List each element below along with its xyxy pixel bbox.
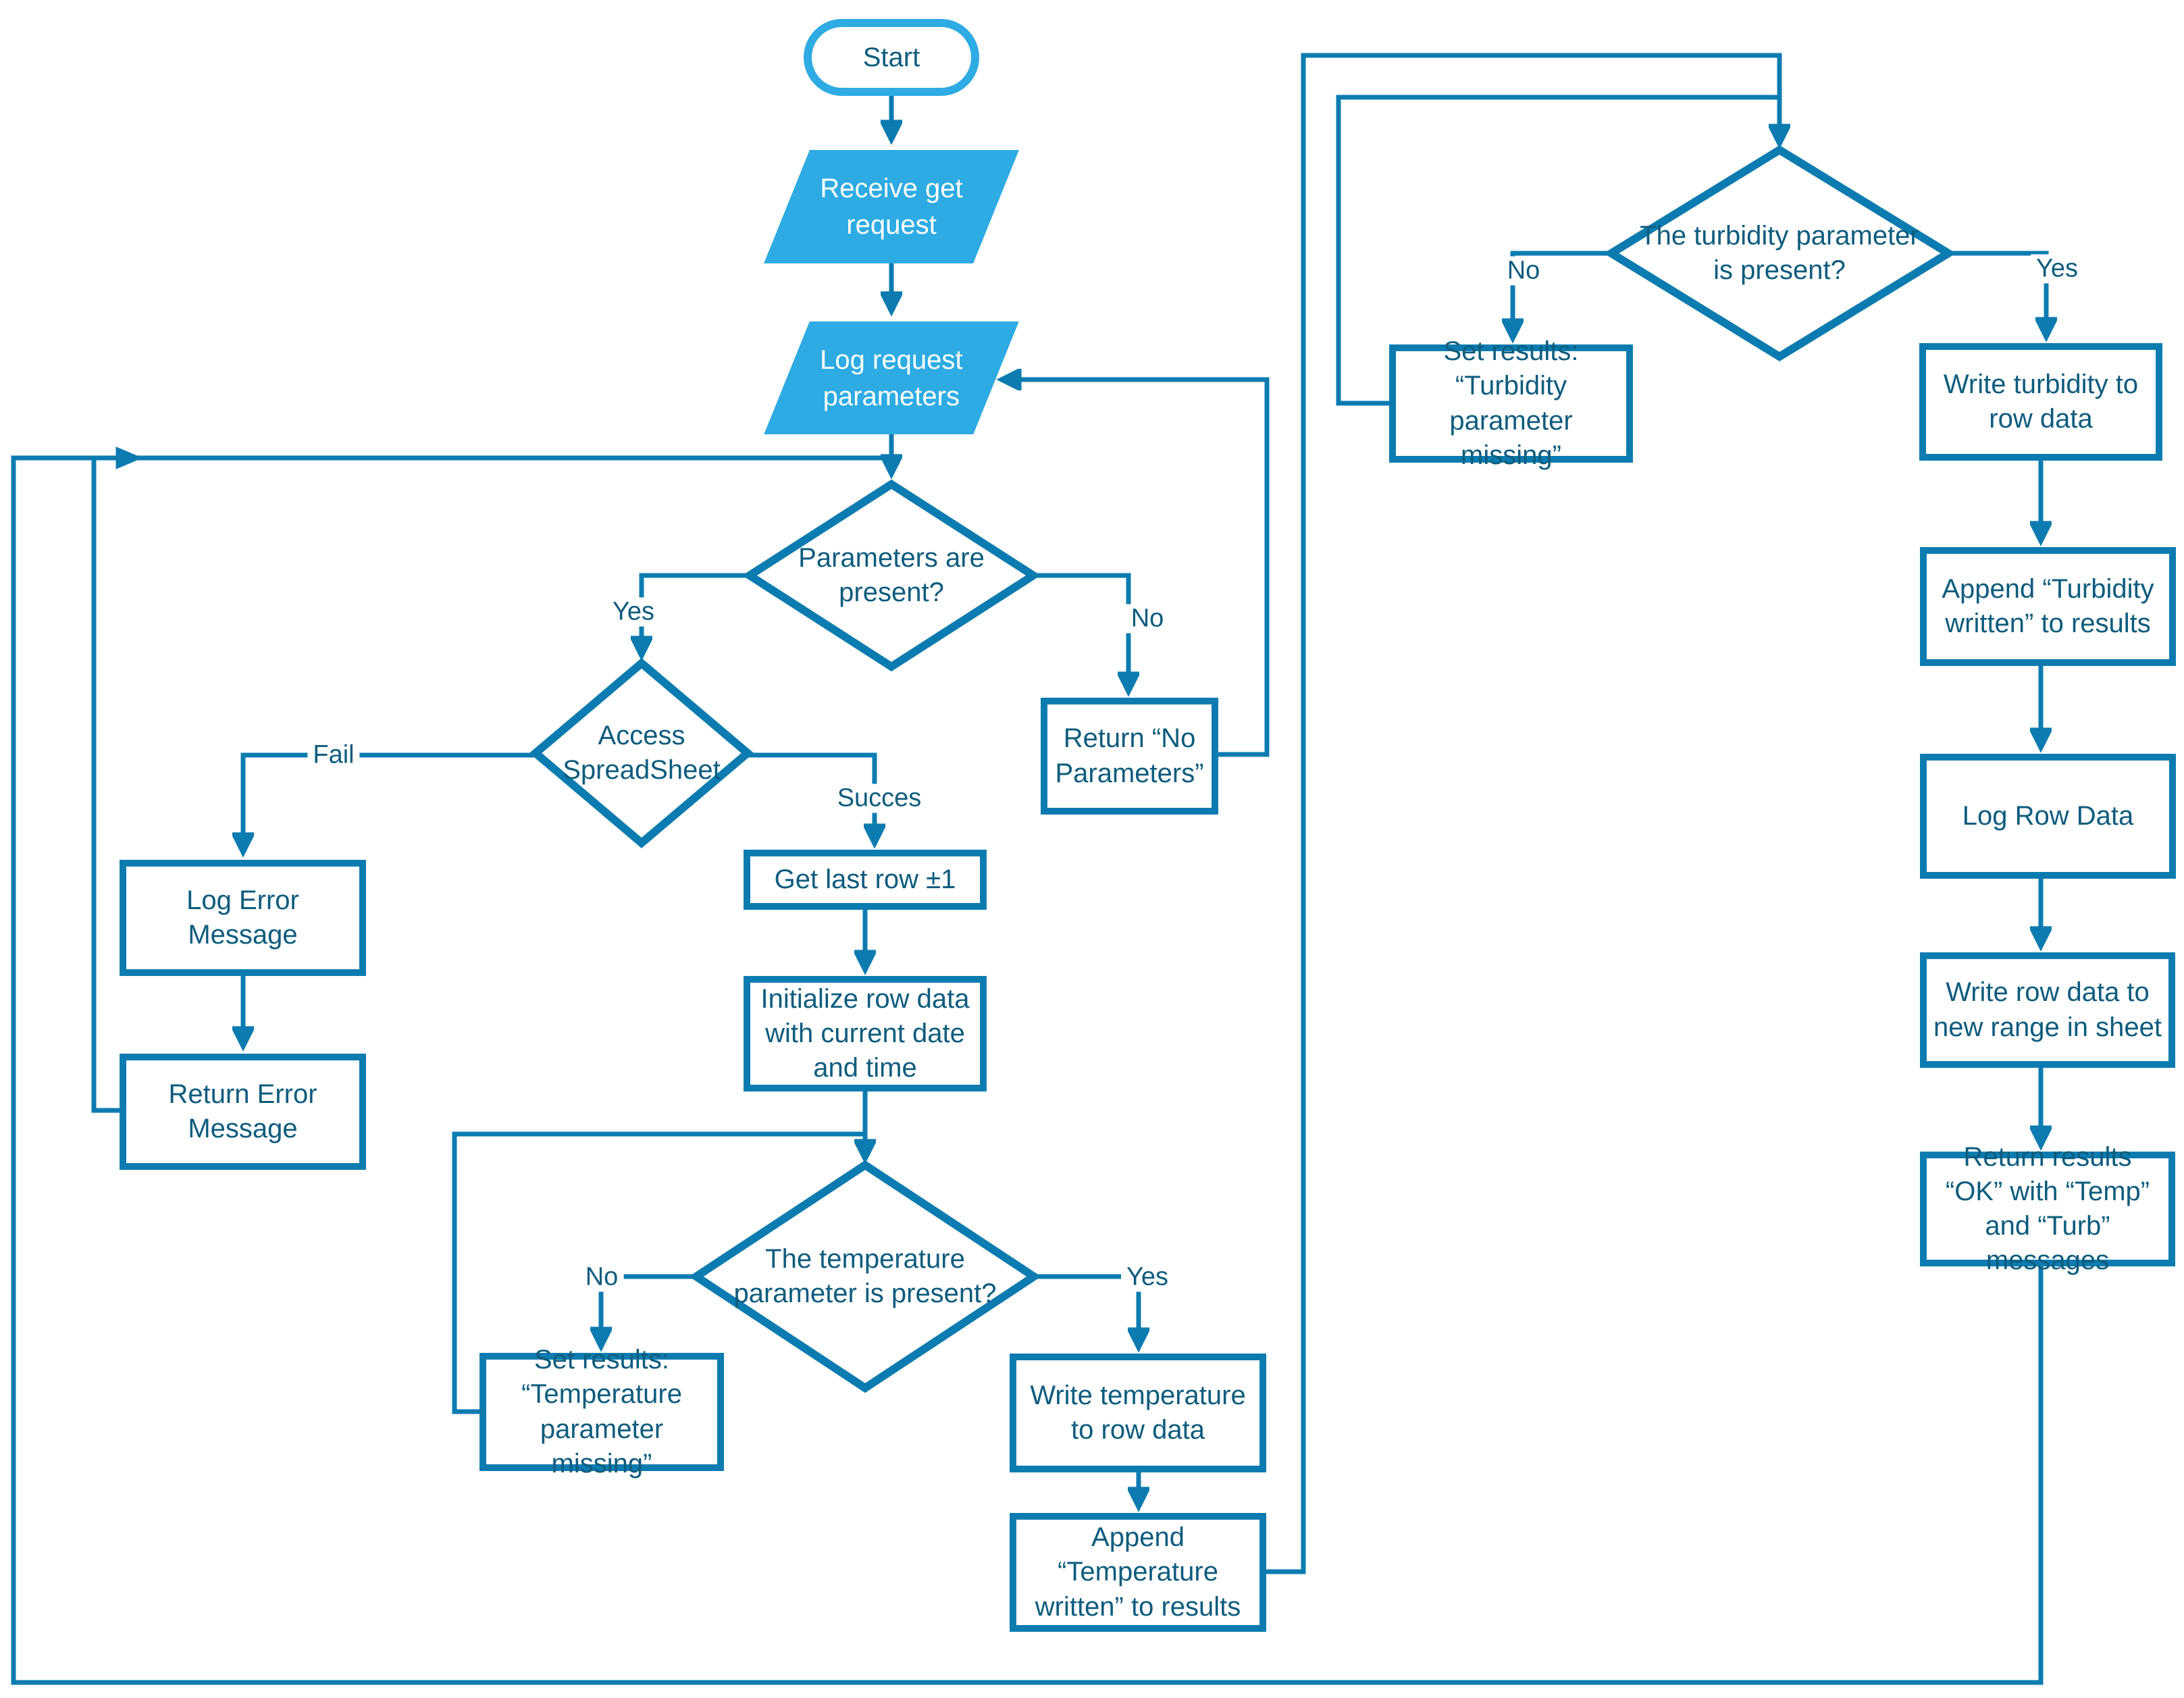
temperature-present-label: The temperature parameter is present? <box>733 1243 997 1308</box>
write-row-data-label: Write row data to new range in sheet <box>1933 977 2162 1042</box>
start-terminator: Start <box>804 19 979 96</box>
edge-turbidity-no <box>1513 251 1611 339</box>
start-label: Start <box>862 42 920 72</box>
edge-set-results-turb-loop <box>1336 95 1779 406</box>
set-results-turbidity-label: Set results: “Turbidity parameter missin… <box>1443 336 1579 470</box>
temperature-yes-label: Yes <box>1121 1262 1174 1292</box>
append-turbidity-label: Append “Turbidity written” to results <box>1942 573 2154 638</box>
return-no-parameters-box: Return “No Parameters” <box>1041 698 1218 815</box>
append-temperature-box: Append “Temperature written” to results <box>1010 1513 1266 1632</box>
return-no-parameters-label: Return “No Parameters” <box>1055 723 1204 788</box>
edge-access-success <box>748 752 875 844</box>
edge-turbidity-yes <box>1948 251 2046 338</box>
access-spreadsheet-label: Access SpreadSheet <box>563 720 721 785</box>
get-last-row-label: Get last row ±1 <box>774 864 956 894</box>
write-temperature-label: Write temperature to row data <box>1030 1380 1246 1445</box>
initialize-row-data-label: Initialize row data with current date an… <box>760 983 970 1083</box>
edge-append-temp-to-turbidity <box>1266 53 1779 1574</box>
edge-return-results-loop <box>11 455 2044 1685</box>
write-temperature-box: Write temperature to row data <box>1010 1354 1266 1472</box>
edge-set-results-temp-loop <box>452 1131 865 1414</box>
temperature-no-label: No <box>579 1262 624 1292</box>
return-results-ok-label: Return results “OK” with “Temp” and “Tur… <box>1945 1141 2150 1276</box>
log-request-parameters-label: Log request parameters <box>820 344 963 411</box>
edge-parameters-no <box>1033 573 1128 692</box>
access-fail-label: Fail <box>307 740 360 770</box>
write-row-data-box: Write row data to new range in sheet <box>1920 952 2175 1068</box>
return-results-ok-box: Return results “OK” with “Temp” and “Tur… <box>1920 1142 2175 1275</box>
return-error-message-box: Return Error Message <box>120 1054 366 1170</box>
receive-get-request-label: Receive get request <box>820 174 963 240</box>
access-success-label: Succes <box>831 783 927 813</box>
merge-arrowhead <box>115 446 143 469</box>
edge-parameters-yes <box>642 573 750 657</box>
get-last-row-box: Get last row ±1 <box>744 850 987 910</box>
turbidity-yes-label: Yes <box>2031 254 2083 284</box>
parameters-no-label: No <box>1125 604 1170 634</box>
append-turbidity-box: Append “Turbidity written” to results <box>1920 547 2176 666</box>
set-results-turbidity-box: Set results: “Turbidity parameter missin… <box>1389 336 1633 470</box>
decision-parameters-present <box>742 479 1041 672</box>
set-results-temperature-box: Set results: “Temperature parameter miss… <box>479 1345 724 1478</box>
parameters-yes-label: Yes <box>607 597 660 627</box>
edge-access-fail <box>243 752 536 853</box>
initialize-row-data-box: Initialize row data with current date an… <box>744 976 987 1091</box>
decision-access-spreadsheet <box>529 658 754 848</box>
log-row-data-box: Log Row Data <box>1920 754 2176 879</box>
decision-temperature-present <box>689 1160 1041 1393</box>
write-turbidity-label: Write turbidity to row data <box>1943 369 2139 434</box>
write-turbidity-box: Write turbidity to row data <box>1919 343 2162 461</box>
turbidity-no-label: No <box>1501 256 1546 286</box>
parameters-present-label: Parameters are present? <box>798 542 985 607</box>
set-results-temperature-label: Set results: “Temperature parameter miss… <box>521 1345 682 1478</box>
append-temperature-label: Append “Temperature written” to results <box>1035 1522 1241 1622</box>
log-row-data-label: Log Row Data <box>1962 800 2134 831</box>
edge-return-error-loop <box>91 455 889 1113</box>
return-error-message-label: Return Error Message <box>168 1079 317 1143</box>
decision-turbidity-present <box>1603 145 1956 362</box>
turbidity-present-label: The turbidity parameter is present? <box>1640 220 1919 285</box>
edge-no-parameters-loop <box>1001 380 1270 757</box>
log-error-message-label: Log Error Message <box>186 885 299 950</box>
log-error-message-box: Log Error Message <box>120 860 366 976</box>
